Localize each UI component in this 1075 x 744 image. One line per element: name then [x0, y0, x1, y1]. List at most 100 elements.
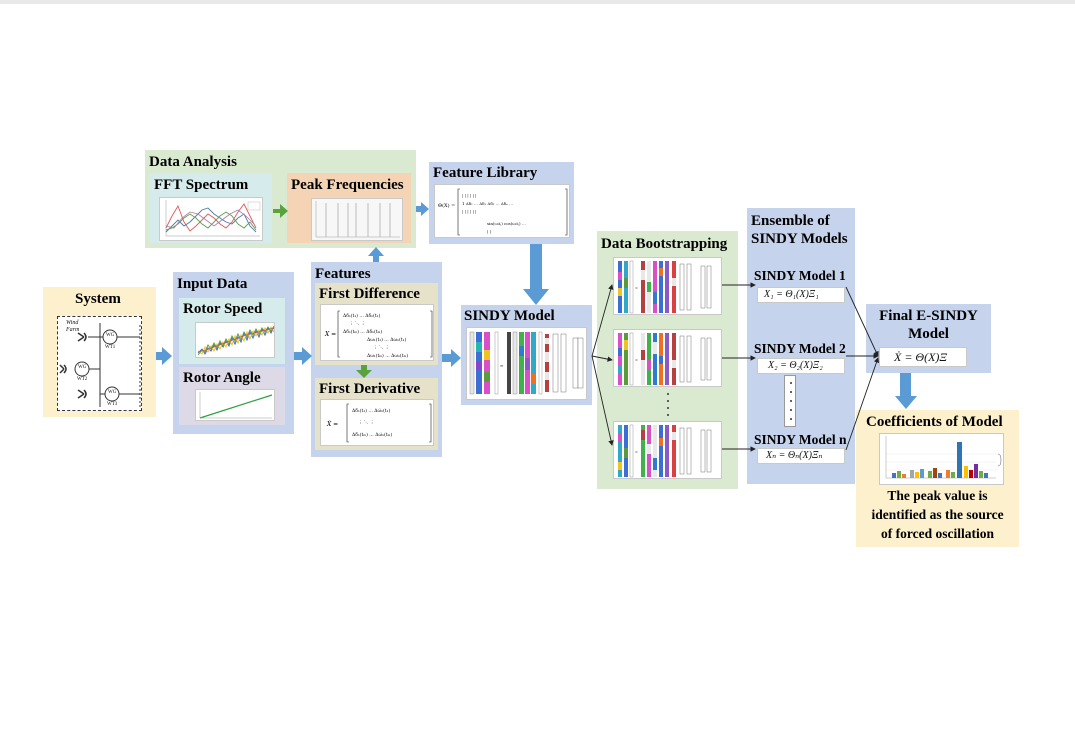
svg-text:=: =: [500, 364, 504, 370]
svg-text:| | | | |: | | | | | |: [462, 193, 476, 198]
svg-text:⋮ ⋱ ⋮: ⋮ ⋱ ⋮: [349, 321, 365, 327]
wg-label-2: WG: [78, 365, 87, 370]
svg-text:Δδ₁(t₁) … Δδₙ(t₁): Δδ₁(t₁) … Δδₙ(t₁): [343, 312, 381, 319]
bootstrap-sample-2: =: [613, 329, 722, 387]
wg-label-3: WG: [108, 390, 117, 395]
arrow-features-to-sindy: [442, 349, 461, 367]
ensemble-title-line1: Ensemble of: [751, 213, 830, 229]
features-panel: Features First Difference X = Δδ₁(t₁) … …: [311, 262, 442, 457]
line-model-1-to-final: [845, 286, 879, 357]
wind-turbine-2: [59, 361, 100, 377]
sindy-model-2-eq-box: X₂ = Θ₂(X)Ξ₂: [757, 358, 845, 374]
system-title: System: [75, 291, 121, 307]
svg-text:=: =: [635, 287, 638, 292]
bootstrap-sample-1: =: [613, 257, 722, 315]
ensemble-panel: Ensemble of SINDY Models SINDY Model 1 X…: [747, 208, 855, 484]
arrow-analysis-to-library: [416, 202, 429, 216]
sindy-model-n-eq: Xₙ = Θₙ(X)Ξₙ: [766, 450, 823, 461]
first-difference-matrix: X = Δδ₁(t₁) … Δδₙ(t₁) ⋮ ⋱ ⋮ Δδ₁(tₘ) … Δδ…: [320, 304, 434, 361]
ensemble-title-line2: SINDY Models: [751, 231, 848, 247]
ensemble-ellipsis-box: [784, 375, 796, 427]
wg-label-1: WG: [106, 333, 115, 338]
coefficients-caption-line2: identified as the source: [871, 507, 1004, 522]
first-derivative-matrix: Ẋ = Δδ̇₁(t₁) … Δω̇ₙ(t₁) ⋮ ⋱ ⋮ Δδ̇₁(tₘ) ……: [320, 399, 434, 446]
coefficients-caption-line3: of forced oscillation: [881, 526, 994, 541]
wt3-label: WT3: [107, 402, 118, 407]
peak-frequencies-title: Peak Frequencies: [291, 177, 404, 193]
wind-turbine-3: [77, 386, 140, 402]
input-data-title: Input Data: [177, 276, 248, 292]
sindy-model-visual: =: [466, 327, 587, 400]
fft-spectrum-panel: FFT Spectrum: [149, 173, 272, 243]
svg-text:Δδ̇₁(tₘ) … Δω̇ₙ(tₘ): Δδ̇₁(tₘ) … Δω̇ₙ(tₘ): [352, 431, 392, 438]
svg-text:Δδ₁(tₘ) … Δδₙ(tₘ): Δδ₁(tₘ) … Δδₙ(tₘ): [343, 328, 382, 335]
svg-text:=: =: [635, 451, 638, 456]
final-esindy-eq: Ẋ = Θ(X)Ξ: [894, 350, 948, 364]
feature-library-title: Feature Library: [433, 165, 538, 181]
wind-turbine-1: [77, 329, 140, 345]
arrow-fft-to-peak: [273, 204, 288, 218]
bootstrap-sample-n: =: [613, 421, 722, 479]
final-esindy-title-line2: Model: [908, 326, 949, 342]
sindy-model-panel: SINDY Model =: [461, 305, 592, 405]
svg-text:Ẋ =: Ẋ =: [326, 421, 338, 428]
top-border: [0, 0, 1075, 4]
feature-library-panel: Feature Library Θ(X) = | | | | | | 1 Δδ₁…: [429, 162, 574, 244]
svg-text:Δω₁(tₘ) … Δωₙ(tₘ): Δω₁(tₘ) … Δωₙ(tₘ): [367, 352, 408, 359]
features-title: Features: [315, 266, 371, 282]
coefficients-caption-line1: The peak value is: [887, 488, 988, 503]
wt1-label: WT1: [105, 345, 116, 350]
svg-text:| |: | |: [487, 229, 491, 234]
fft-spectrum-plot: [159, 197, 263, 241]
data-analysis-title: Data Analysis: [149, 154, 237, 170]
sindy-model-n-eq-box: Xₙ = Θₙ(X)Ξₙ: [757, 448, 845, 464]
arrow-input-to-features: [294, 347, 312, 365]
line-sindy-to-boot-n: [591, 355, 614, 446]
line-sindy-to-boot-1: [591, 284, 614, 357]
rotor-angle-panel: Rotor Angle: [179, 367, 285, 425]
svg-text:1 Δδ₁ … Δδ₁ Δδ₂ … Δδₙ: 1 Δδ₁ … Δδ₁ Δδ₂ … Δδₙ …: [462, 201, 513, 206]
peak-frequencies-panel: Peak Frequencies: [287, 173, 411, 243]
svg-text:X =: X =: [324, 331, 336, 338]
coefficients-chart: [879, 433, 1004, 485]
peak-frequencies-plot: [311, 198, 403, 241]
arrow-system-to-input: [156, 347, 172, 365]
arrow-library-to-sindy: [523, 244, 549, 305]
system-panel: System Wind Farm: [43, 287, 156, 417]
rotor-speed-plot: [195, 322, 275, 358]
first-difference-panel: First Difference X = Δδ₁(t₁) … Δδₙ(t₁) ⋮…: [315, 283, 438, 365]
arrow-features-to-analysis: [368, 247, 384, 262]
rotor-speed-panel: Rotor Speed: [179, 298, 285, 364]
svg-text:Δω₁(t₁) … Δωₙ(t₁): Δω₁(t₁) … Δωₙ(t₁): [367, 336, 406, 343]
feature-library-matrix: Θ(X) = | | | | | | 1 Δδ₁ … Δδ₁ Δδ₂ … Δδₙ…: [434, 184, 570, 238]
fft-spectrum-title: FFT Spectrum: [154, 177, 249, 193]
sindy-model-1-label: SINDY Model 1: [754, 268, 846, 283]
wind-farm-diagram: Wind Farm WG WT1: [57, 316, 142, 411]
line-model-n-to-final: [845, 357, 880, 451]
arrow-difference-to-derivative: [356, 365, 372, 378]
coefficients-panel: Coefficients of Model: [856, 410, 1019, 547]
svg-text:=: =: [635, 359, 638, 364]
svg-text:sin(ωᵢtⱼ) cos(ωᵢtⱼ) …: sin(ωᵢtⱼ) cos(ωᵢtⱼ) …: [487, 221, 526, 226]
first-difference-title: First Difference: [319, 286, 420, 302]
data-analysis-panel: Data Analysis FFT Spectrum Peak Frequenc…: [145, 150, 416, 248]
first-derivative-title: First Derivative: [319, 381, 421, 397]
svg-text:⋮ ⋱ ⋮: ⋮ ⋱ ⋮: [373, 345, 389, 351]
sindy-model-1-eq-box: X₁ = Θ₁(X)Ξ₁: [757, 287, 845, 303]
sindy-model-2-label: SINDY Model 2: [754, 341, 846, 356]
sindy-model-1-eq: X₁ = Θ₁(X)Ξ₁: [764, 289, 819, 300]
rotor-speed-title: Rotor Speed: [183, 301, 263, 317]
wt2-label: WT2: [77, 377, 88, 382]
wind-farm-label: Wind Farm: [66, 320, 80, 333]
sindy-model-n-label: SINDY Model n: [754, 432, 847, 447]
sindy-model-2-eq: X₂ = Θ₂(X)Ξ₂: [768, 360, 823, 371]
rotor-angle-title: Rotor Angle: [183, 370, 261, 386]
bootstrap-ellipsis: [667, 393, 669, 416]
input-data-panel: Input Data Rotor Speed Rotor Angle: [173, 272, 294, 434]
svg-text:⋮ ⋱ ⋮: ⋮ ⋱ ⋮: [358, 420, 374, 426]
data-bootstrapping-title: Data Bootstrapping: [601, 236, 728, 252]
line-sindy-to-boot-2: [591, 355, 613, 362]
sindy-model-title: SINDY Model: [464, 308, 555, 324]
data-bootstrapping-panel: Data Bootstrapping = =: [597, 231, 738, 489]
